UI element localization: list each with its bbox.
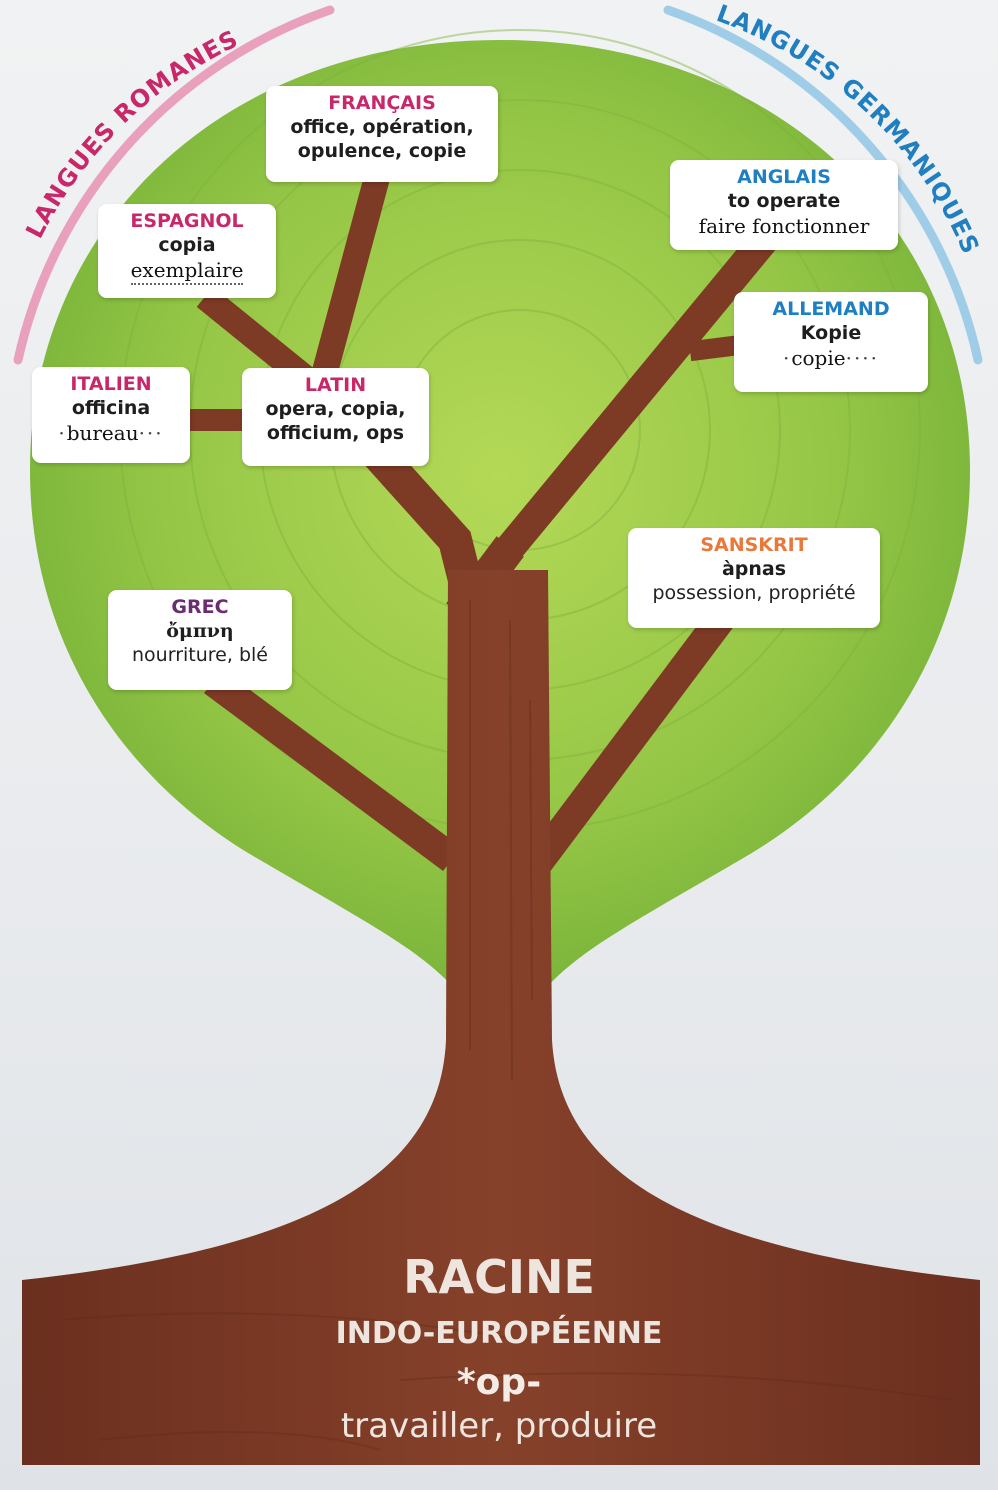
allemand-meaning: ·copie····	[782, 345, 880, 370]
card-anglais: ANGLAIS to operate faire fonctionner	[670, 160, 898, 250]
sanskrit-word: àpnas	[721, 557, 787, 580]
card-sanskrit: SANSKRIT àpnas possession, propriété	[628, 528, 880, 628]
allemand-name: ALLEMAND	[772, 298, 890, 320]
anglais-word: to operate	[727, 189, 841, 212]
root-meaning: travailler, produire	[340, 1406, 658, 1446]
root-form: *op-	[456, 1362, 542, 1403]
wood-grain	[59, 600, 951, 1451]
grec-meaning: nourriture, blé	[132, 643, 268, 666]
francais-name: FRANÇAIS	[328, 92, 436, 114]
card-latin: LATIN opera, copia, officium, ops	[242, 368, 429, 466]
francais-words-1: office, opération,	[290, 115, 474, 138]
latin-words-2: officium, ops	[266, 421, 405, 444]
card-italien: ITALIEN officina ·bureau···	[32, 367, 190, 463]
card-francais: FRANÇAIS office, opération, opulence, co…	[266, 86, 498, 182]
espagnol-name: ESPAGNOL	[130, 210, 244, 232]
espagnol-word: copia	[158, 233, 216, 256]
card-allemand: ALLEMAND Kopie ·copie····	[734, 292, 928, 392]
grec-name: GREC	[171, 596, 229, 618]
italien-name: ITALIEN	[70, 373, 152, 395]
card-espagnol: ESPAGNOL copia exemplaire	[98, 204, 276, 298]
anglais-name: ANGLAIS	[737, 166, 831, 188]
italien-word: officina	[71, 396, 151, 419]
germanic-arc	[663, 5, 983, 365]
grec-word: ὄμπνη	[166, 619, 234, 642]
card-grec: GREC ὄμπνη nourriture, blé	[108, 590, 292, 690]
root-title: RACINE	[403, 1250, 595, 1304]
latin-name: LATIN	[304, 374, 367, 396]
latin-words-1: opera, copia,	[265, 397, 406, 420]
tree-trunk	[22, 570, 980, 1465]
espagnol-meaning: exemplaire	[130, 258, 244, 285]
sanskrit-meaning: possession, propriété	[652, 581, 856, 604]
francais-words-2: opulence, copie	[297, 139, 467, 162]
anglais-meaning: faire fonctionner	[698, 213, 870, 238]
romance-arc	[13, 5, 335, 365]
allemand-word: Kopie	[800, 321, 862, 344]
italien-meaning: ·bureau···	[58, 420, 164, 445]
sanskrit-name: SANSKRIT	[700, 534, 808, 556]
root-subtitle: INDO-EUROPÉENNE	[335, 1316, 663, 1351]
